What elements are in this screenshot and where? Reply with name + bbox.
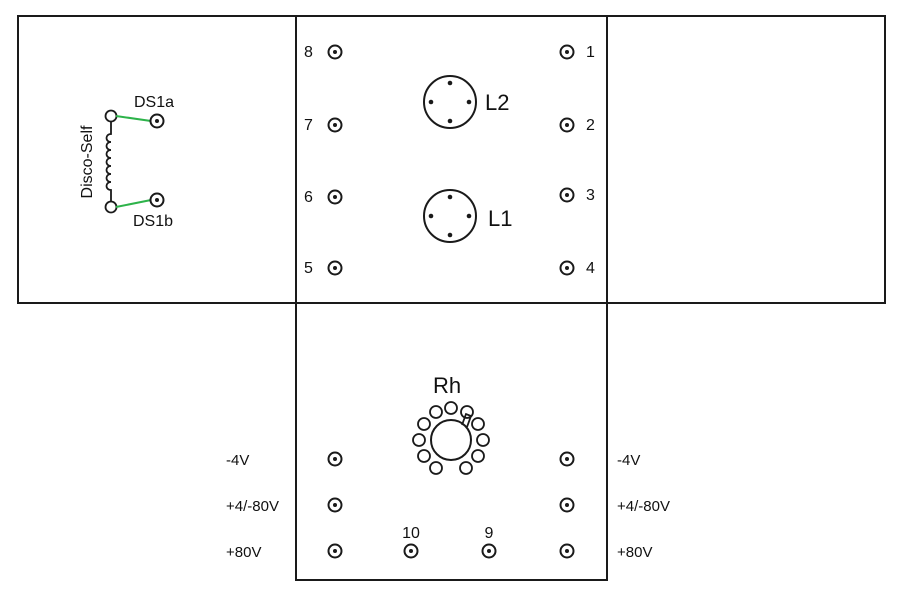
pin-8-jack: [327, 44, 343, 60]
left-panel: [17, 15, 297, 304]
left-label-plus80v: +80V: [226, 544, 261, 561]
left-minus4v-jack: [327, 451, 343, 467]
pin-10-jack: [403, 543, 419, 559]
ds1a-terminal: [149, 113, 165, 129]
pin-label-8: 8: [304, 44, 313, 61]
ds1a-label: DS1a: [134, 94, 174, 111]
inductor-label: Disco-Self: [79, 125, 96, 198]
pin-label-6: 6: [304, 189, 313, 206]
pin-label-2: 2: [586, 117, 595, 134]
pin-label-5: 5: [304, 260, 313, 277]
pin-7-jack: [327, 117, 343, 133]
pin-9-jack: [481, 543, 497, 559]
supply-jacks: [327, 451, 575, 559]
right-label-minus4v: -4V: [617, 452, 640, 469]
socket-l1: [423, 189, 477, 243]
right-plus80v-jack: [559, 543, 575, 559]
inductor-terminal-top: [104, 109, 118, 123]
center-bottom-panel: [295, 302, 608, 581]
socket-l2: [423, 75, 477, 129]
right-minus4v-jack: [559, 451, 575, 467]
pin-label-10: 10: [402, 525, 420, 542]
center-top-panel: [295, 15, 608, 304]
inductor: [104, 109, 165, 214]
left-plus4-minus80v-jack: [327, 497, 343, 513]
right-label-plus4-minus80v: +4/-80V: [617, 498, 670, 515]
rheostat: [412, 401, 490, 475]
pin-label-9: 9: [485, 525, 494, 542]
pin-6-jack: [327, 189, 343, 205]
rheostat-wiper: [461, 412, 473, 428]
pin-label-4: 4: [586, 260, 595, 277]
pin-1-jack: [559, 44, 575, 60]
rheostat-center-knob: [430, 419, 472, 461]
pin-3-jack: [559, 187, 575, 203]
pin-4-jack: [559, 260, 575, 276]
left-label-plus4-minus80v: +4/-80V: [226, 498, 279, 515]
ds1b-terminal: [149, 192, 165, 208]
right-label-plus80v: +80V: [617, 544, 652, 561]
green-wire-b: [115, 199, 152, 208]
left-label-minus4v: -4V: [226, 452, 249, 469]
green-wire-a: [115, 115, 152, 122]
socket-l1-label: L1: [488, 206, 512, 231]
pin-label-7: 7: [304, 117, 313, 134]
pin-jacks-top: [327, 44, 575, 276]
pin-2-jack: [559, 117, 575, 133]
socket-l2-label: L2: [485, 90, 509, 115]
right-plus4-minus80v-jack: [559, 497, 575, 513]
rheostat-label: Rh: [433, 373, 461, 398]
pin-5-jack: [327, 260, 343, 276]
pin-label-3: 3: [586, 187, 595, 204]
left-plus80v-jack: [327, 543, 343, 559]
right-panel: [606, 15, 886, 304]
ds1b-label: DS1b: [133, 213, 173, 230]
inductor-terminal-bottom: [104, 200, 118, 214]
inductor-coil: [105, 122, 112, 201]
pin-label-1: 1: [586, 44, 595, 61]
